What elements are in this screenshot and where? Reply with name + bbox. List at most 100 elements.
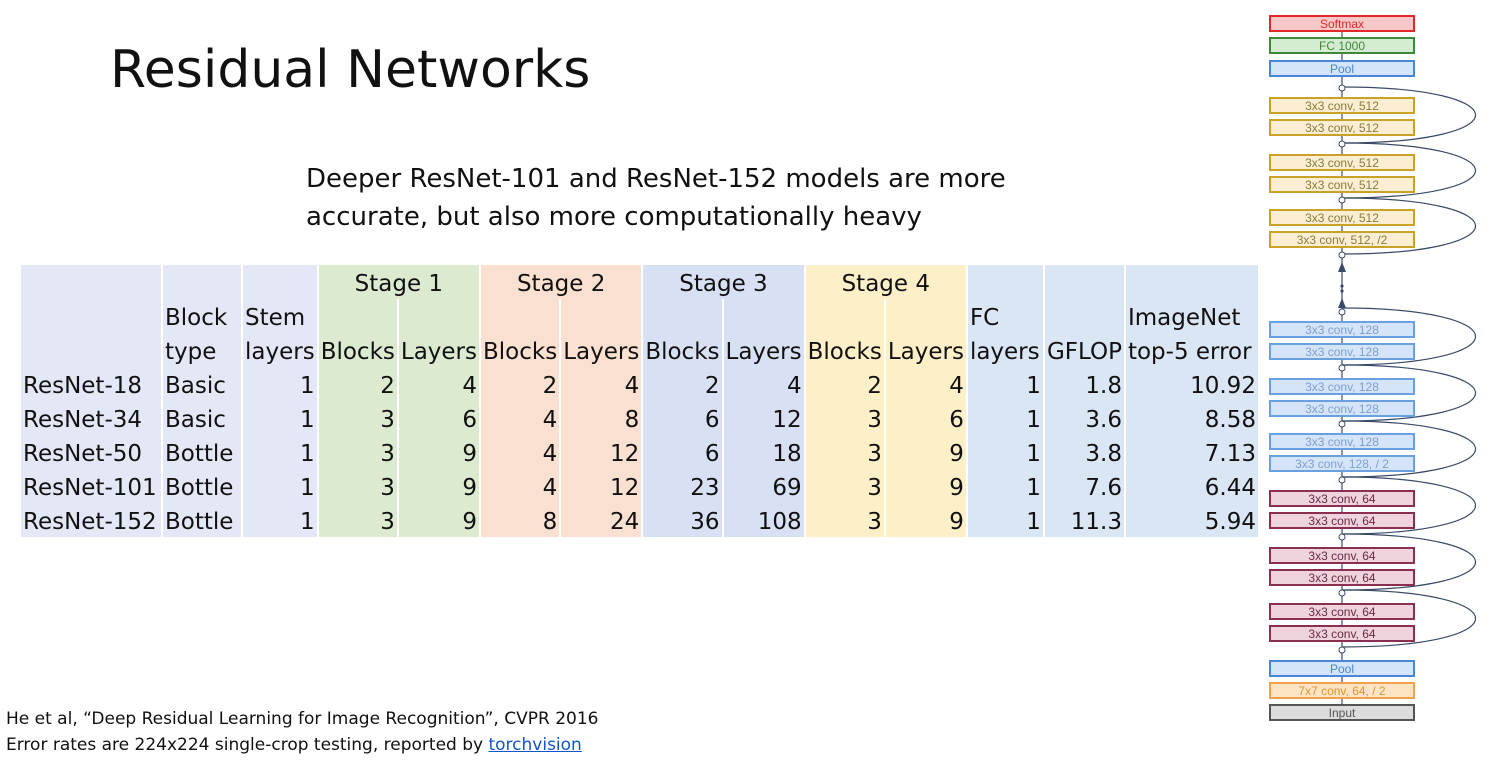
stage3-blocks-cell: 6: [643, 401, 722, 435]
conv512-stride-layer: 3x3 conv, 512, /2: [1269, 231, 1415, 248]
junction-node: [1338, 533, 1346, 541]
error-rate-note-text: Error rates are 224x224 single-crop test…: [6, 735, 489, 755]
header-s1-blocks: Blocks: [318, 333, 397, 367]
model-name-cell: ResNet-101: [21, 469, 161, 503]
stage4-blocks-cell: 3: [805, 469, 884, 503]
dot-icon: [1340, 289, 1344, 293]
stem-layers-cell: 1: [243, 435, 317, 469]
torchvision-link[interactable]: torchvision: [488, 735, 582, 755]
block-type-cell: Basic: [163, 367, 241, 401]
stage2-layers-cell: 12: [561, 469, 642, 503]
stage3-layers-cell: 4: [723, 367, 804, 401]
stage-header-row: Stage 1 Stage 2 Stage 3 Stage 4: [21, 265, 1258, 299]
header-fc-layers: layers: [967, 333, 1043, 367]
conv512-layer: 3x3 conv, 512: [1269, 97, 1415, 114]
conv64-label: 3x3 conv, 64: [1308, 627, 1375, 641]
header-imagenet: ImageNet: [1125, 299, 1258, 333]
conv7-layer: 7x7 conv, 64, / 2: [1269, 682, 1415, 699]
stage3-blocks-cell: 2: [643, 367, 722, 401]
stage3-layers-cell: 69: [723, 469, 804, 503]
stage3-blocks-cell: 6: [643, 435, 722, 469]
pool-bottom-layer: Pool: [1269, 660, 1415, 677]
header-blank-block: [163, 265, 241, 299]
stage1-blocks-cell: 3: [318, 435, 397, 469]
stem-layers-cell: 1: [243, 401, 317, 435]
stem-layers-cell: 1: [243, 469, 317, 503]
block-type-cell: Bottle: [163, 503, 241, 537]
gflop-cell: 3.8: [1044, 435, 1124, 469]
skip-arc: [1341, 364, 1476, 422]
fc-layers-cell: 1: [967, 469, 1043, 503]
stage3-blocks-cell: 23: [643, 469, 722, 503]
resnet-architecture-diagram: Softmax FC 1000 Pool 3x3 conv, 512 3x3 c…: [1269, 15, 1476, 721]
conv512-label: 3x3 conv, 512: [1305, 99, 1379, 113]
conv64-layer: 3x3 conv, 64: [1269, 490, 1415, 507]
header-s3-blocks: Blocks: [643, 333, 722, 367]
stage4-blocks-cell: 2: [805, 367, 884, 401]
conv128-layer: 3x3 conv, 128: [1269, 400, 1415, 417]
input-label: Input: [1329, 706, 1356, 720]
header-stem-layers: layers: [243, 333, 317, 367]
stage3-layers-cell: 108: [723, 503, 804, 537]
stage4-blocks-cell: 3: [805, 435, 884, 469]
junction-node: [1338, 196, 1346, 204]
skip-arc: [1341, 476, 1476, 535]
stage2-blocks-cell: 2: [481, 367, 560, 401]
pool-bottom-label: Pool: [1330, 662, 1354, 676]
block-type-cell: Bottle: [163, 435, 241, 469]
header-s4-blank-b: [885, 299, 966, 333]
stage3-layers-cell: 18: [723, 435, 804, 469]
conv7-label: 7x7 conv, 64, / 2: [1298, 684, 1385, 698]
fc-layers-cell: 1: [967, 503, 1043, 537]
stage1-blocks-cell: 3: [318, 503, 397, 537]
pool-top-label: Pool: [1330, 62, 1354, 76]
gflop-cell: 7.6: [1044, 469, 1124, 503]
stage4-blocks-cell: 3: [805, 503, 884, 537]
header-blank-stem: [243, 265, 317, 299]
header-gflop: GFLOP: [1044, 333, 1124, 367]
header-blank-error: [1125, 265, 1258, 299]
header-name-blank: [21, 299, 161, 333]
block-type-cell: Basic: [163, 401, 241, 435]
fc-layers-cell: 1: [967, 435, 1043, 469]
conv512-label: 3x3 conv, 512: [1305, 156, 1379, 170]
header-s3-blank-b: [723, 299, 804, 333]
gflop-cell: 11.3: [1044, 503, 1124, 537]
stage1-layers-cell: 4: [398, 367, 479, 401]
fc-layers-cell: 1: [967, 401, 1043, 435]
stage3-layers-cell: 12: [723, 401, 804, 435]
ellipsis-marker: [1338, 262, 1346, 308]
subtitle-line-1: Deeper ResNet-101 and ResNet-152 models …: [306, 164, 1006, 194]
conv128-layer: 3x3 conv, 128: [1269, 433, 1415, 450]
fc1000-layer: FC 1000: [1269, 37, 1415, 54]
conv64-label: 3x3 conv, 64: [1308, 549, 1375, 563]
top5-error-cell: 8.58: [1125, 401, 1258, 435]
header-s2-blank-b: [561, 299, 642, 333]
skip-arc: [1341, 533, 1476, 591]
junction-node: [1338, 589, 1346, 597]
block-type-cell: Bottle: [163, 469, 241, 503]
gflop-cell: 1.8: [1044, 367, 1124, 401]
stage1-layers-cell: 9: [398, 503, 479, 537]
junction-node: [1338, 646, 1346, 654]
stage2-blocks-cell: 4: [481, 469, 560, 503]
header-s4-layers: Layers: [885, 333, 966, 367]
stem-layers-cell: 1: [243, 503, 317, 537]
header-error: top-5 error: [1125, 333, 1258, 367]
slide-subtitle: Deeper ResNet-101 and ResNet-152 models …: [306, 160, 1006, 236]
conv128-layer: 3x3 conv, 128: [1269, 343, 1415, 360]
stage4-layers-cell: 9: [885, 469, 966, 503]
skip-arc: [1341, 589, 1476, 648]
header-blank-fc: [967, 265, 1043, 299]
conv64-layer: 3x3 conv, 64: [1269, 547, 1415, 564]
conv512-label: 3x3 conv, 512: [1305, 211, 1379, 225]
conv64-layer: 3x3 conv, 64: [1269, 603, 1415, 620]
conv128-label: 3x3 conv, 128: [1305, 323, 1379, 337]
conv128-layer: 3x3 conv, 128: [1269, 321, 1415, 338]
header-s4-blocks: Blocks: [805, 333, 884, 367]
skip-arc: [1341, 420, 1476, 478]
header-fc: FC: [967, 299, 1043, 333]
conv512-layer: 3x3 conv, 512: [1269, 176, 1415, 193]
